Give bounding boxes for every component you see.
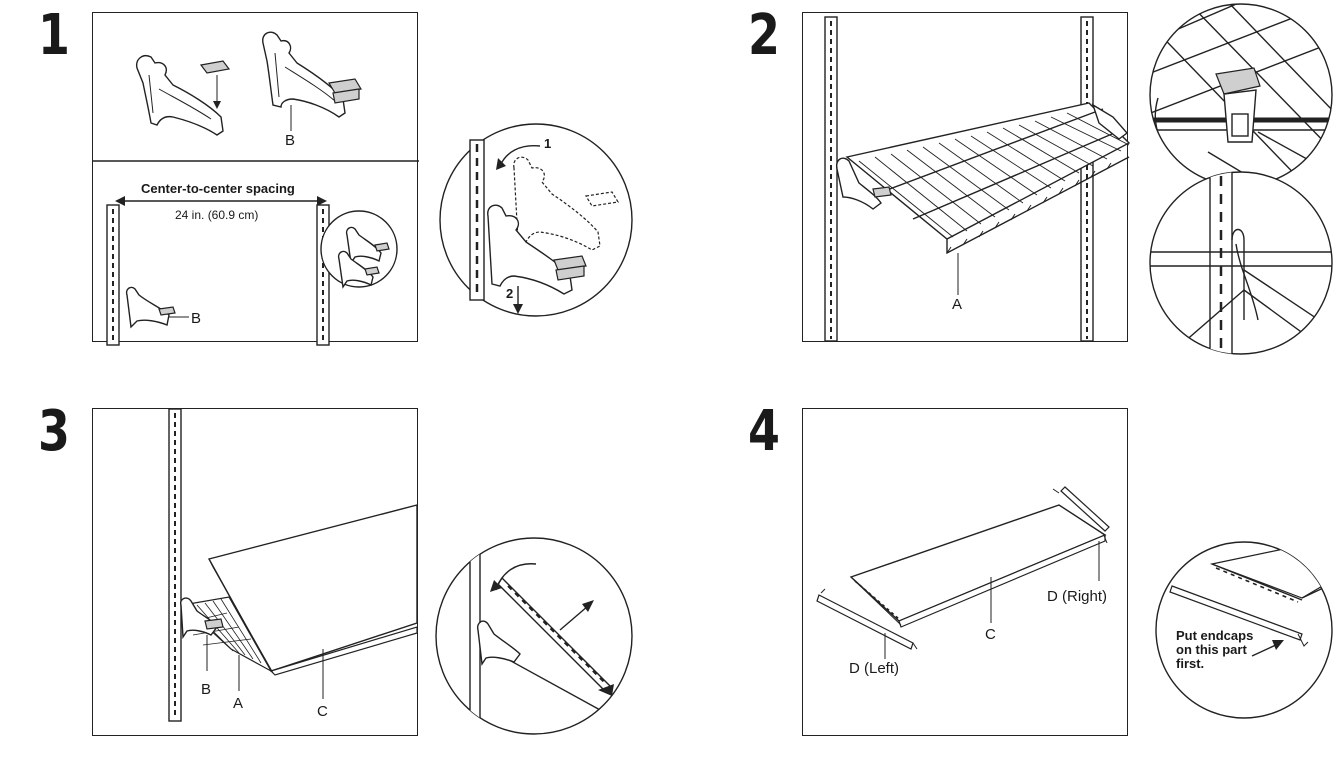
step1-panel: B Center-to-center spacing 24 in. (60.9 … (92, 12, 419, 346)
bracket-unassembled (136, 55, 224, 136)
note-line-3: first. (1176, 656, 1204, 671)
step-number-3: 3 (38, 399, 70, 464)
step-number-2: 2 (748, 3, 780, 68)
wire-shelf-a (845, 102, 1131, 255)
step2-panel: A (802, 12, 1131, 342)
step4-panel: D (Right) C D (Left) (802, 408, 1128, 736)
label-a: A (233, 695, 243, 712)
step1-detail-circle: 1 2 (439, 123, 633, 317)
endcap-right (1052, 486, 1110, 581)
bracket-b-mounted (125, 286, 176, 329)
step3-panel: B A C (92, 408, 418, 736)
endcap-left (816, 588, 918, 659)
step3-detail-circle (435, 537, 633, 735)
standard-right (316, 204, 330, 346)
bracket-b-assembled (262, 31, 362, 118)
label-b-top: B (285, 132, 295, 149)
step-number-1: 1 (38, 3, 70, 68)
shelf-cover-c (849, 504, 1107, 628)
label-d-right: D (Right) (1047, 588, 1107, 605)
spacing-title: Center-to-center spacing (141, 181, 295, 196)
label-b-bottom: B (191, 310, 201, 327)
wire-shelf-a (181, 596, 273, 673)
note-line-2: on this part (1176, 642, 1247, 657)
step4-illustration: D (Right) C D (Left) (816, 486, 1110, 677)
shelf-cover-c (207, 504, 418, 676)
spacing-value: 24 in. (60.9 cm) (175, 208, 258, 222)
step2-illustration: A (824, 16, 1131, 342)
standard-left (106, 204, 120, 346)
endcap-clip-top (199, 60, 231, 109)
label-b: B (201, 681, 211, 698)
label-a: A (952, 296, 962, 313)
step3-illustration: B A C (168, 408, 418, 722)
step1-illustration: B Center-to-center spacing 24 in. (60.9 … (93, 31, 419, 346)
step4-detail-circle: Put endcaps on this part first. (1155, 541, 1333, 719)
magnify-circle-small (320, 210, 398, 289)
detail-arrow-label-1: 1 (544, 136, 551, 151)
label-d-left: D (Left) (849, 660, 899, 677)
note-line-1: Put endcaps (1176, 628, 1253, 643)
step2-detail-circle-top (1149, 3, 1333, 187)
step2-detail-circle-bottom (1149, 171, 1333, 355)
detail-arrow-label-2: 2 (506, 286, 513, 301)
label-c: C (317, 703, 328, 720)
step-number-4: 4 (748, 399, 780, 464)
label-c: C (985, 626, 996, 643)
